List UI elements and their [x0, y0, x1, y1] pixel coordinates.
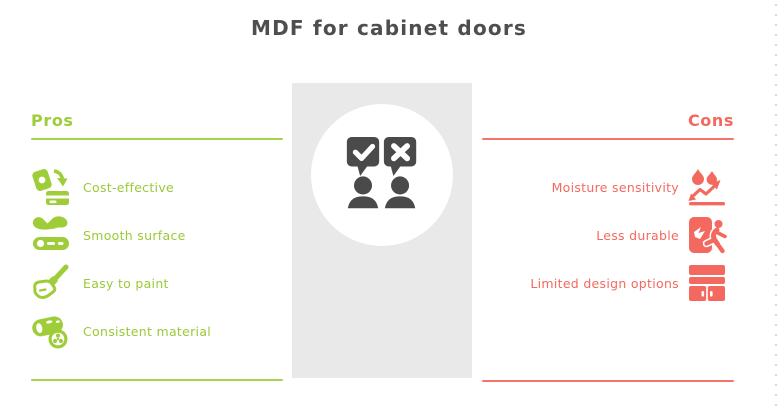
cabinet-drawers-icon: [687, 262, 727, 304]
pros-item-consistent-material: Consistent material: [31, 307, 283, 355]
center-band: [292, 83, 472, 378]
right-edge-dotted-line: [775, 4, 777, 407]
cons-bottom-rule: [482, 380, 734, 382]
page-title: MDF for cabinet doors: [250, 16, 527, 40]
person-right-body: [384, 196, 416, 209]
smooth-surface-roller-icon: [31, 214, 71, 256]
pros-cons-discussion-icon: [346, 137, 417, 209]
water-droplets-bounce-icon: [687, 166, 727, 208]
person-left-head: [353, 176, 373, 195]
pros-item-label: Consistent material: [83, 323, 212, 339]
paintbrush-hand-icon: [31, 262, 71, 304]
pros-item-cost-effective: Cost-effective: [31, 163, 283, 211]
cons-list: Moisture sensitivity: [482, 163, 734, 307]
cons-item-less-durable: Less durable: [482, 211, 734, 259]
cons-item-label: Limited design options: [530, 275, 679, 291]
pros-item-label: Cost-effective: [83, 179, 175, 195]
cons-item-label: Moisture sensitivity: [551, 179, 679, 195]
person-right-head: [391, 176, 410, 195]
breaking-board-person-icon: [687, 214, 727, 256]
cons-section: Cons Moisture sens: [482, 110, 734, 307]
cons-item-moisture-sensitivity: Moisture sensitivity: [482, 163, 734, 211]
pros-item-label: Easy to paint: [83, 275, 169, 291]
center-circle: [311, 104, 453, 246]
material-roll-icon: [31, 310, 71, 352]
pros-top-rule: [31, 138, 283, 140]
cons-top-rule: [482, 138, 734, 140]
check-bubble: [346, 137, 380, 167]
cons-heading: Cons: [687, 111, 734, 130]
money-to-card-icon: [31, 166, 71, 208]
pros-item-easy-to-paint: Easy to paint: [31, 259, 283, 307]
x-icon: [391, 143, 411, 162]
pros-item-label: Smooth surface: [83, 227, 186, 243]
pros-bottom-rule: [31, 379, 283, 381]
pros-section: Pros: [31, 110, 283, 355]
check-icon: [352, 143, 376, 161]
pros-list: Cost-effective Smooth surface: [31, 163, 283, 355]
cons-item-label: Less durable: [596, 227, 679, 243]
pros-heading: Pros: [31, 111, 74, 130]
person-left-body: [347, 196, 379, 209]
cons-item-limited-design-options: Limited design options: [482, 259, 734, 307]
pros-item-smooth-surface: Smooth surface: [31, 211, 283, 259]
